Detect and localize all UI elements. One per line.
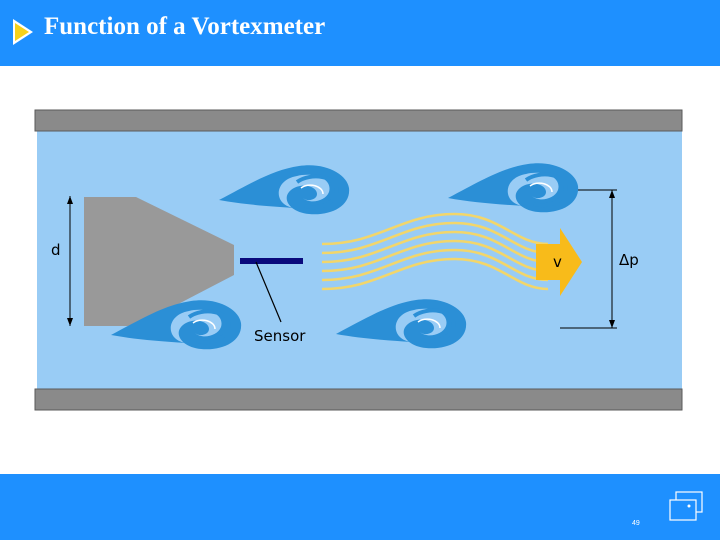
title-bar: Function of a Vortexmeter xyxy=(0,0,720,66)
bluff-body xyxy=(84,197,234,326)
pressure-dimension xyxy=(560,189,617,329)
sensor-pointer-line xyxy=(255,261,282,323)
pipe-wall-bottom xyxy=(34,388,683,411)
flow-velocity-arrow xyxy=(536,228,582,296)
label-d: d xyxy=(51,241,61,259)
label-v: v xyxy=(553,253,562,271)
pipe-wall-top xyxy=(34,109,683,132)
sensor-bar xyxy=(240,258,303,264)
diameter-dimension xyxy=(67,196,73,326)
flow-lines xyxy=(321,212,549,291)
play-arrow-icon xyxy=(13,19,33,45)
label-sensor: Sensor xyxy=(254,327,306,345)
screen-navigation-icon[interactable] xyxy=(668,490,704,526)
footer-bar xyxy=(0,474,720,540)
slide-title: Function of a Vortexmeter xyxy=(44,13,326,40)
label-delta-p: Δp xyxy=(619,251,639,269)
page-number: 49 xyxy=(632,520,640,527)
